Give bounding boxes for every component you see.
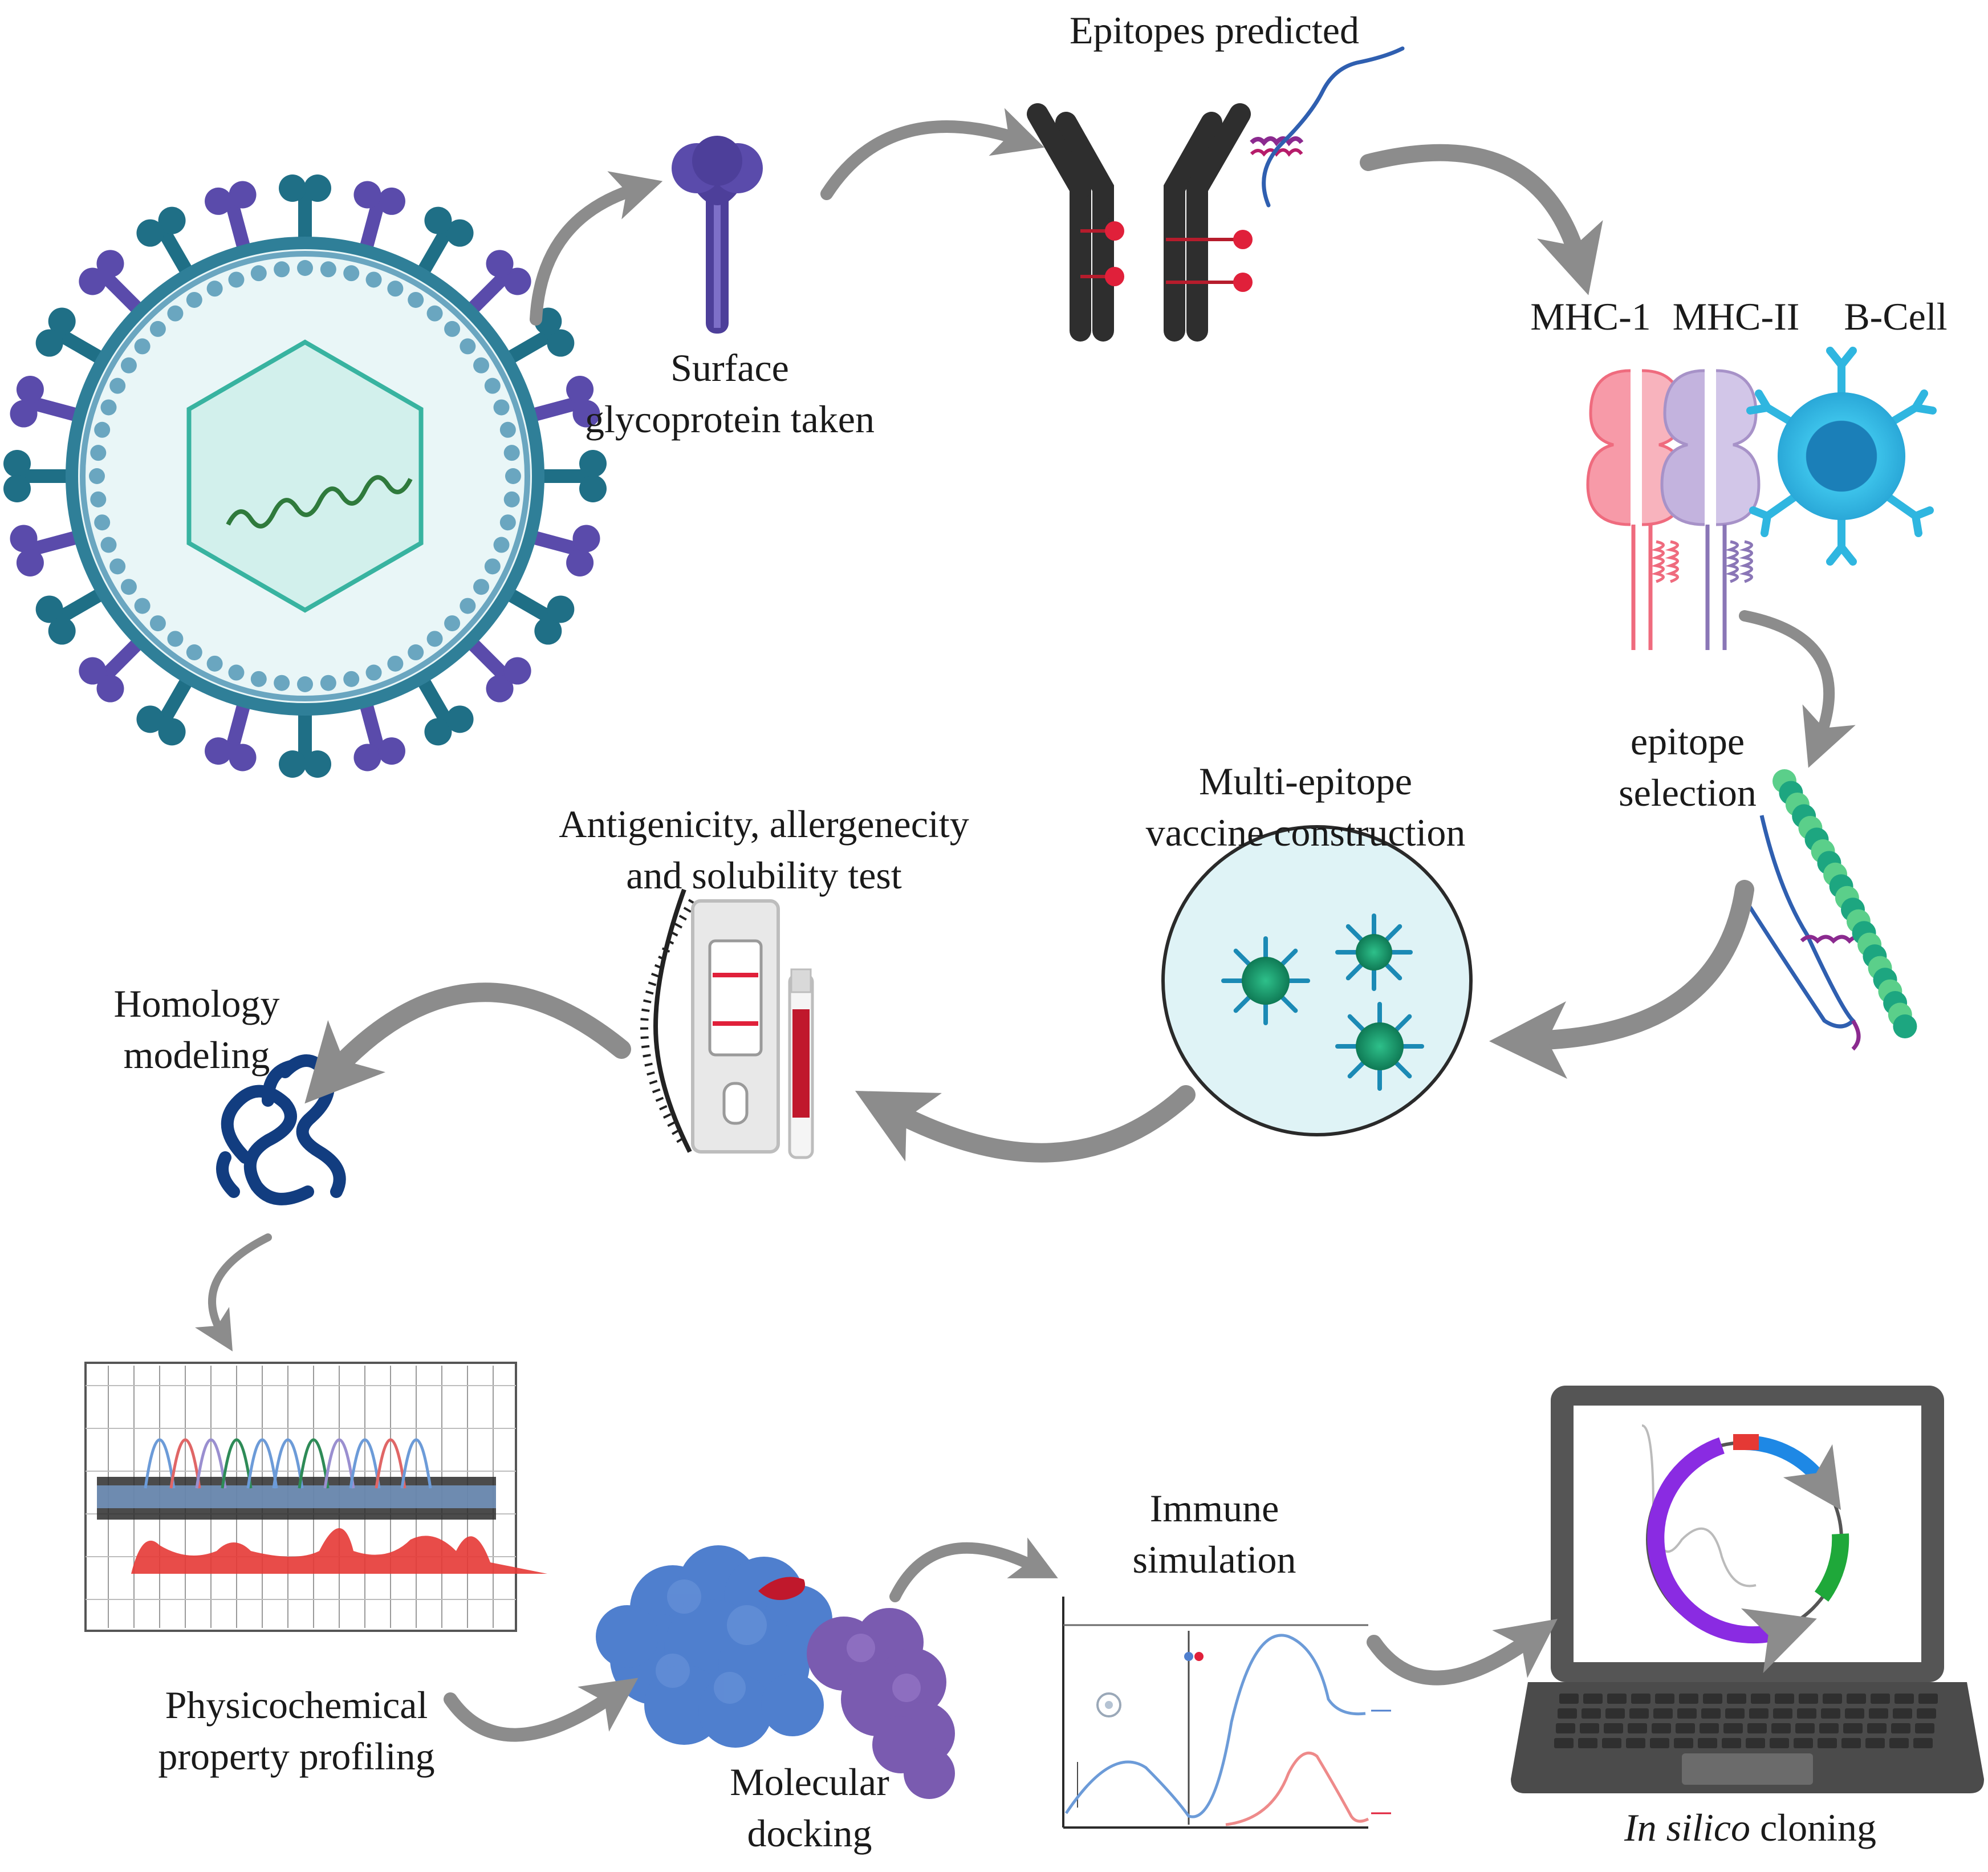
homology-structure-icon — [216, 1054, 346, 1205]
flow-arrows — [194, 108, 1856, 1742]
glycoprotein-icon — [672, 136, 763, 334]
arrow-immune-to-cloning — [1367, 1619, 1558, 1686]
chromatogram-icon — [60, 1362, 547, 1632]
vaccine-dish-icon — [1161, 825, 1473, 1136]
arrow-mhc-to-selection — [1739, 610, 1856, 768]
arrow-glycoprotein-to-antibody — [820, 108, 1044, 200]
arrow-selection-to-vaccine — [1489, 880, 1754, 1079]
label-physicochemical: Physicochemical property profiling — [158, 1683, 435, 1778]
bcell-icon — [1746, 347, 1937, 566]
arrow-homology-to-chromatogram — [194, 1233, 272, 1352]
label-homology-modeling: Homology modeling — [113, 982, 280, 1077]
label-surface-glycoprotein: Surface glycoprotein taken — [585, 346, 875, 441]
laptop-plasmid-icon — [1511, 1386, 1984, 1793]
arrow-docking-to-immune — [889, 1537, 1058, 1602]
arrow-antibody-to-mhc — [1360, 144, 1603, 295]
docking-complex-icon — [596, 1545, 955, 1799]
label-in-silico-italic: In silico — [1624, 1806, 1750, 1849]
epitope-chain-icon — [1737, 769, 1917, 1051]
label-cloning-text: cloning — [1750, 1806, 1876, 1849]
arrow-virus-to-glycoprotein — [530, 171, 663, 326]
label-epitopes-predicted: Epitopes predicted — [1070, 9, 1359, 52]
antibody-icon — [1027, 46, 1405, 342]
test-kit-icon — [640, 888, 814, 1159]
label-mhc2: MHC-II — [1672, 295, 1800, 338]
immune-plot-icon — [1062, 1597, 1391, 1829]
label-epitope-selection: epitope selection — [1619, 720, 1757, 814]
arrow-vaccine-to-test — [855, 1085, 1196, 1163]
label-antigenicity: Antigenicity, allergenecity and solubili… — [559, 802, 969, 897]
label-mhc1: MHC-1 — [1530, 295, 1651, 338]
label-bcell: B-Cell — [1844, 295, 1948, 338]
label-multi-epitope: Multi-epitope vaccine construction — [1145, 760, 1466, 854]
label-molecular-docking: Molecular docking — [730, 1760, 889, 1855]
label-immune-simulation: Immune simulation — [1132, 1487, 1296, 1581]
virus-icon — [3, 174, 607, 778]
arrow-test-to-homology — [304, 982, 631, 1104]
arrow-profiling-to-docking — [444, 1678, 639, 1742]
label-in-silico-cloning: In silico cloning — [1574, 1802, 1927, 1853]
mhc2-icon — [1660, 369, 1761, 650]
